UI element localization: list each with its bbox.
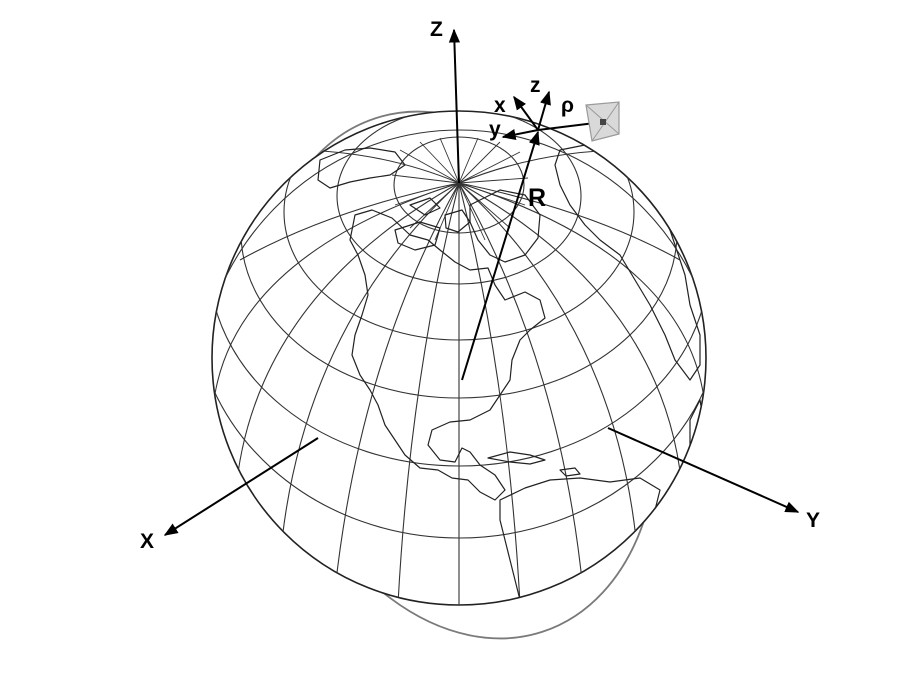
local-x-label: x: [494, 94, 506, 117]
local-y-label: y: [489, 118, 501, 141]
caribbean-coast: [487, 451, 581, 477]
earth-x-label: X: [140, 530, 154, 553]
satellite-icon: [585, 101, 620, 142]
local-x-axis: [513, 95, 539, 131]
earth-y-label: Y: [806, 509, 820, 532]
rho-label: ρ: [561, 94, 574, 117]
earth-axes: [163, 28, 800, 536]
local-z-axis: [537, 90, 551, 131]
position-vector-r: [461, 130, 540, 381]
earth-x-axis: [163, 437, 319, 536]
earth-z-label: Z: [430, 18, 443, 41]
earth-z-axis: [448, 28, 461, 184]
local-z-label: z: [530, 74, 541, 97]
greenland-coast: [469, 189, 541, 263]
radius-label: R: [528, 184, 546, 212]
local-y-axis: [501, 129, 539, 141]
earth-y-axis: [607, 427, 800, 513]
siberia-coast: [317, 147, 406, 189]
earth-globe-icon: [211, 110, 707, 606]
polar-meridians: [391, 137, 529, 241]
arctic-islands-coast: [394, 197, 471, 251]
north-america-coast: [349, 209, 546, 501]
